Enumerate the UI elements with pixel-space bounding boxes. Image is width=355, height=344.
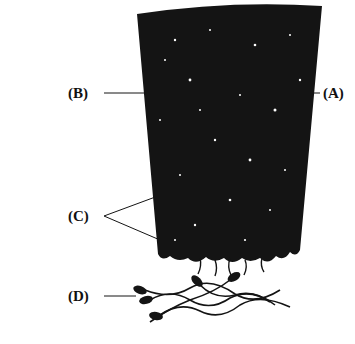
tissue-speckles — [159, 29, 301, 241]
sperm-tails-emerging — [198, 258, 264, 276]
part-label: (C) — [68, 209, 89, 224]
part-label: (A) — [323, 86, 344, 101]
sperm-cells — [132, 270, 290, 322]
tissue-section — [137, 4, 322, 262]
part-label: (B) — [68, 86, 88, 101]
leader-lines — [104, 93, 320, 296]
part-label: (D) — [68, 289, 89, 304]
